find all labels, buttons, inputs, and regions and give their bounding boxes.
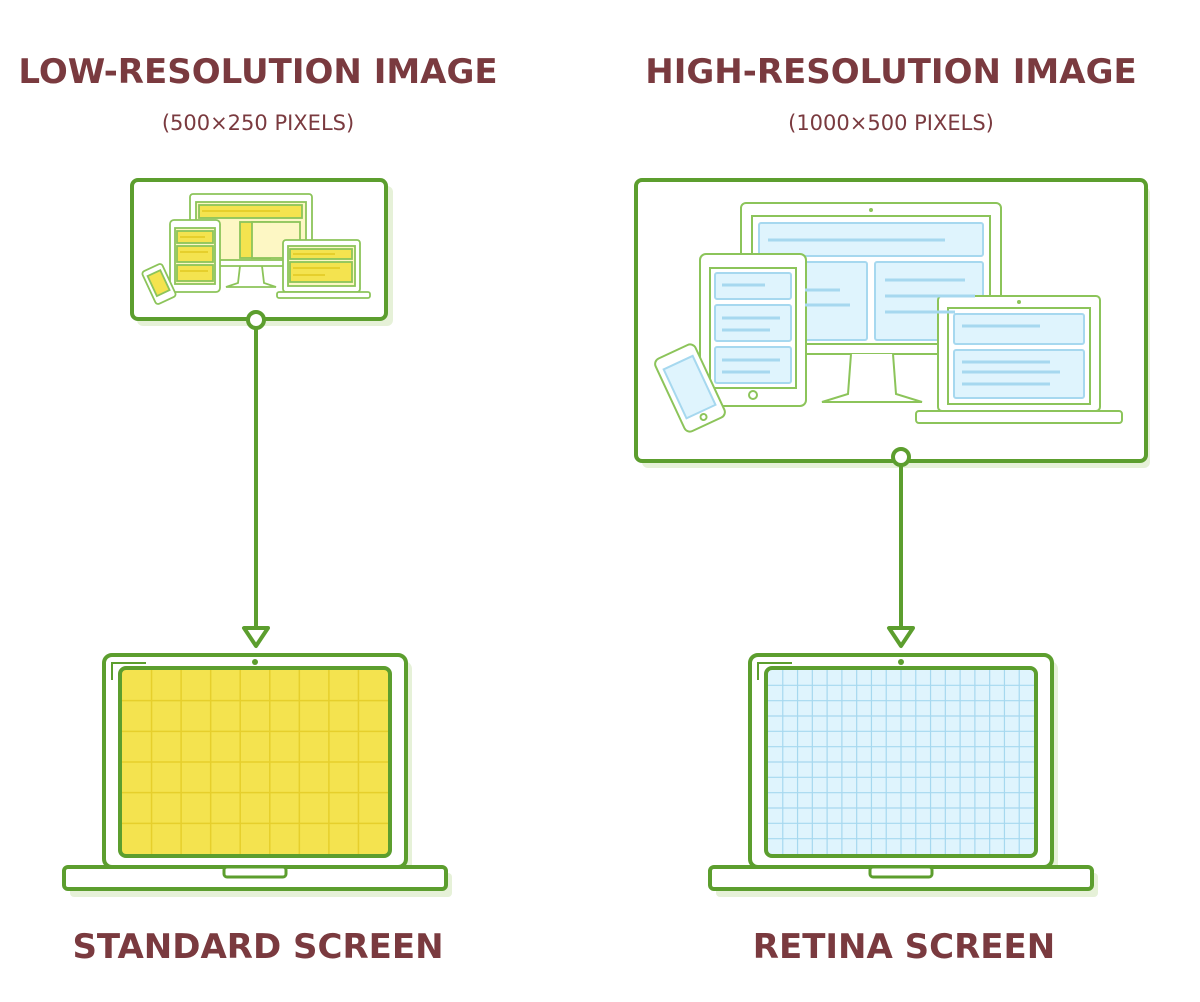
standard-pixel-grid bbox=[122, 670, 388, 854]
high-res-image-frame bbox=[634, 178, 1150, 468]
high-res-connector-arrow bbox=[887, 447, 915, 648]
low-res-title: LOW-RESOLUTION IMAGE bbox=[18, 52, 497, 92]
high-res-devices-illustration bbox=[654, 202, 1123, 433]
retina-screen-label: RETINA SCREEN bbox=[753, 927, 1055, 967]
low-res-image-frame bbox=[130, 178, 393, 326]
retina-laptop bbox=[708, 653, 1098, 897]
high-res-dimensions: (1000×500 PIXELS) bbox=[788, 111, 994, 135]
low-res-devices-illustration bbox=[141, 193, 371, 305]
low-res-connector-arrow bbox=[242, 310, 270, 648]
standard-laptop bbox=[62, 653, 452, 897]
standard-camera-icon bbox=[252, 659, 258, 665]
high-res-title: HIGH-RESOLUTION IMAGE bbox=[645, 52, 1136, 92]
retina-pixel-grid bbox=[768, 670, 1034, 854]
retina-camera-icon bbox=[898, 659, 904, 665]
standard-screen-label: STANDARD SCREEN bbox=[72, 927, 443, 967]
low-res-dimensions: (500×250 PIXELS) bbox=[162, 111, 354, 135]
